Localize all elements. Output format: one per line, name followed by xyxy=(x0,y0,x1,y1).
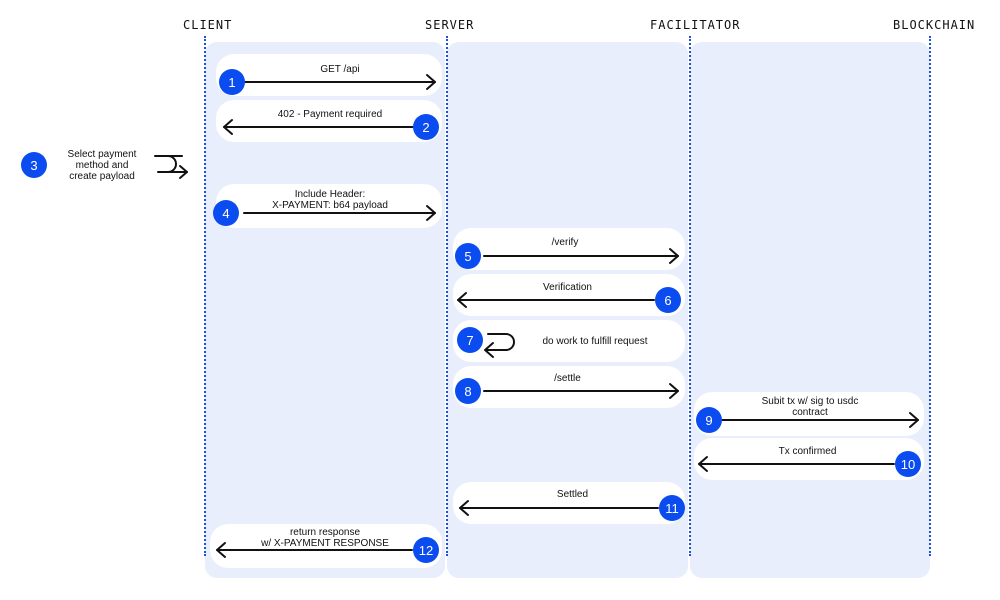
step-12-badge: 12 xyxy=(413,537,439,563)
column-title-client: CLIENT xyxy=(183,18,233,32)
arrow-4-icon xyxy=(243,205,436,221)
column-title-server: SERVER xyxy=(425,18,475,32)
step-11-badge: 11 xyxy=(659,495,685,521)
message-pill-4 xyxy=(216,184,442,228)
message-pill-10 xyxy=(694,438,924,480)
message-pill-9 xyxy=(694,392,924,436)
step-3-label: Select payment method and create payload xyxy=(67,149,137,182)
arrow-8-icon xyxy=(483,383,679,399)
step-7-label: do work to fulfill request xyxy=(542,336,648,347)
message-pill-8 xyxy=(453,366,685,408)
message-pill-6 xyxy=(453,274,685,316)
message-pill-5 xyxy=(453,228,685,270)
step-5-label: /verify xyxy=(551,237,579,248)
message-pill-12 xyxy=(210,524,442,568)
loop-arrow-7-icon xyxy=(484,333,515,358)
arrow-9-icon xyxy=(721,412,919,428)
message-pill-2 xyxy=(216,100,442,142)
step-11-label: Settled xyxy=(556,489,589,500)
step-10-label: Tx confirmed xyxy=(778,446,837,457)
step-6-label: Verification xyxy=(543,282,592,293)
arrow-12-icon xyxy=(216,542,413,558)
blockchain-lifeline xyxy=(929,36,931,556)
column-title-blockchain: BLOCKCHAIN xyxy=(893,18,976,32)
step-4-label: Include Header: X-PAYMENT: b64 payload xyxy=(272,189,388,211)
step-8-label: /settle xyxy=(554,373,581,384)
facilitator-lane xyxy=(690,42,930,578)
step-8-badge: 8 xyxy=(455,378,481,404)
step-4-badge: 4 xyxy=(213,200,239,226)
step-7-badge: 7 xyxy=(457,327,483,353)
message-pill-11 xyxy=(453,482,685,524)
arrow-5-icon xyxy=(483,248,679,264)
arrow-6-icon xyxy=(457,292,655,308)
step-2-badge: 2 xyxy=(413,114,439,140)
arrow-10-icon xyxy=(698,456,895,472)
arrow-2-icon xyxy=(223,119,415,135)
step-1-label: GET /api xyxy=(320,64,360,75)
column-title-facilitator: FACILITATOR xyxy=(650,18,741,32)
step-9-label: Subit tx w/ sig to usdc contract xyxy=(761,396,859,418)
arrow-1-icon xyxy=(243,74,436,90)
step-1-badge: 1 xyxy=(219,69,245,95)
message-pill-1 xyxy=(216,54,442,96)
step-3-badge: 3 xyxy=(21,152,47,178)
step-12-label: return response w/ X-PAYMENT RESPONSE xyxy=(261,527,389,549)
facilitator-lifeline xyxy=(689,36,691,556)
arrow-11-icon xyxy=(459,500,659,516)
step-6-badge: 6 xyxy=(655,287,681,313)
step-9-badge: 9 xyxy=(696,407,722,433)
client-lifeline xyxy=(204,36,206,556)
step-10-badge: 10 xyxy=(895,451,921,477)
loop-arrow-3-icon xyxy=(154,155,188,179)
server-lifeline xyxy=(446,36,448,556)
step-2-label: 402 - Payment required xyxy=(277,109,383,120)
step-5-badge: 5 xyxy=(455,243,481,269)
